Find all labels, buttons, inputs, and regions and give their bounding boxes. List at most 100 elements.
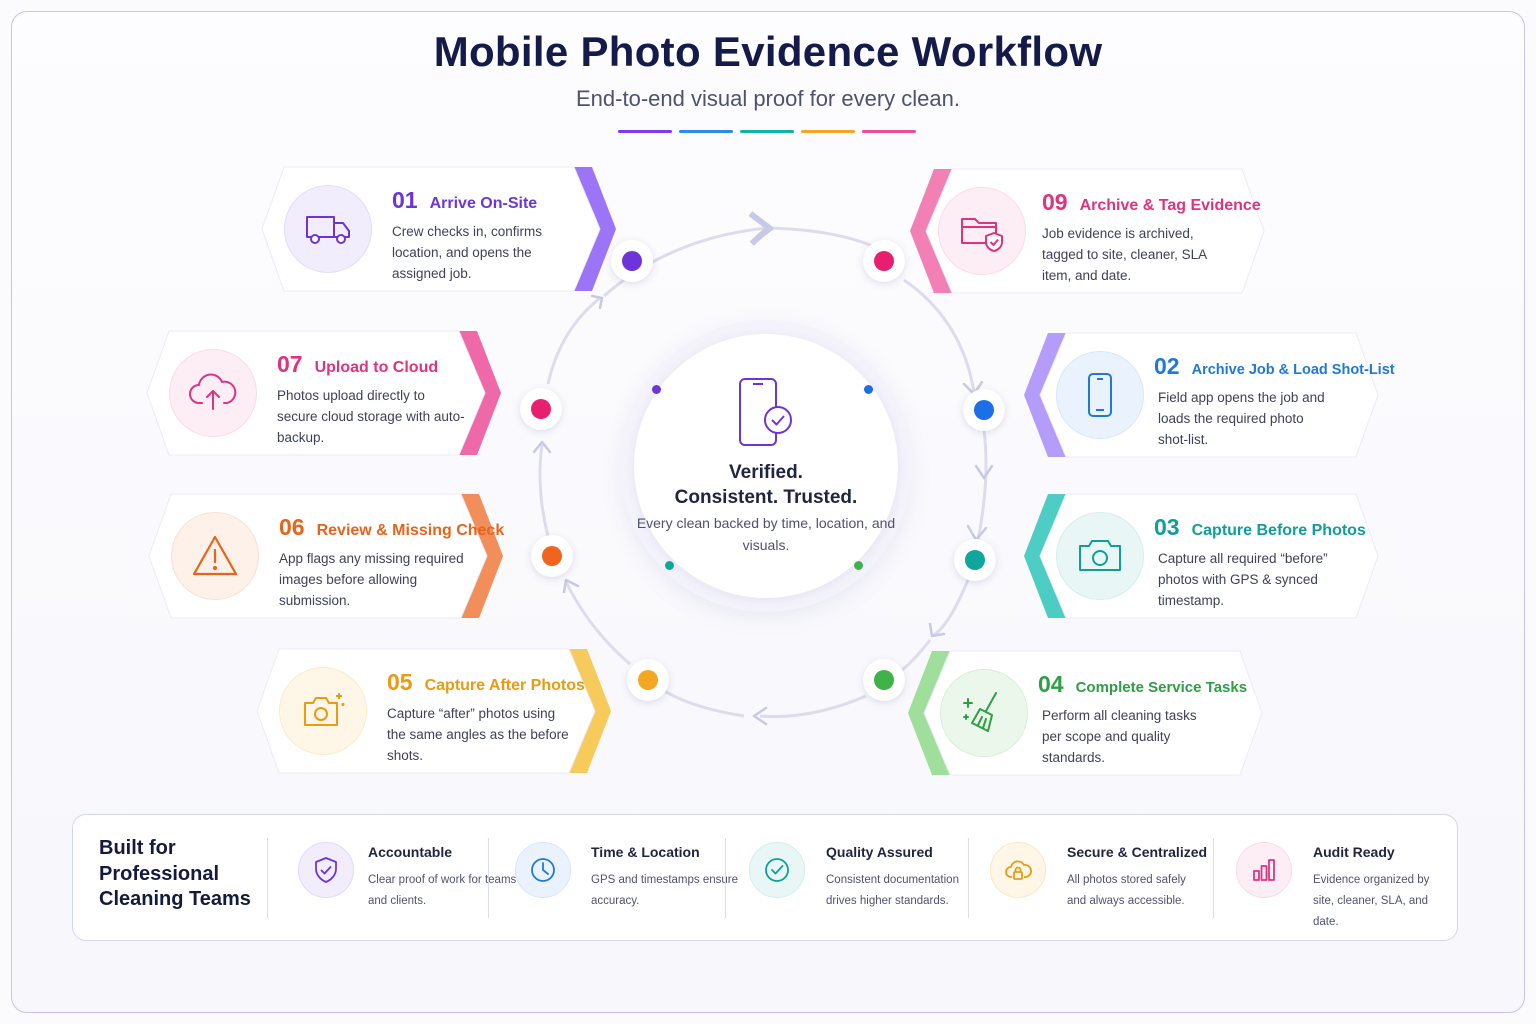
ring-node-01	[611, 240, 653, 282]
step-title: Complete Service Tasks	[1075, 679, 1248, 696]
step-description: Photos upload directly to secure cloud s…	[277, 388, 465, 445]
broom-sparkle-icon	[963, 692, 997, 732]
step-number: 09	[1042, 189, 1068, 215]
step-description: Perform all cleaning tasks per scope and…	[1042, 708, 1197, 765]
step-number: 04	[1038, 671, 1064, 697]
step-card-09[interactable]: 09 Archive & Tag Evidence Job evidence i…	[888, 165, 1268, 297]
feature-secure-centralized: Secure & Centralized All photos stored s…	[990, 836, 1207, 918]
accent-bar	[679, 130, 733, 133]
feature-description: Consistent documentation drives higher s…	[826, 874, 959, 907]
smartphone-icon	[1088, 373, 1112, 417]
step-card-03[interactable]: 03 Capture Before Photos Capture all req…	[1002, 490, 1382, 622]
bar-chart-icon	[1253, 859, 1275, 881]
step-icon-badge	[284, 185, 372, 273]
feature-icon-badge	[990, 842, 1046, 898]
step-icon-badge	[940, 669, 1028, 757]
accent-bar	[862, 130, 916, 133]
step-card-02[interactable]: 02 Archive Job & Load Shot-List Field ap…	[1002, 329, 1395, 461]
step-icon-badge	[1056, 351, 1144, 439]
center-headline: Verified. Consistent. Trusted.	[634, 460, 898, 510]
arrow-head	[590, 294, 604, 310]
divider	[725, 838, 726, 918]
arrow-head	[974, 464, 994, 480]
step-icon-badge	[279, 667, 367, 755]
feature-time-location: Time & Location GPS and timestamps ensur…	[515, 836, 738, 918]
step-number: 07	[277, 351, 303, 377]
step-icon-badge	[171, 512, 259, 600]
accent-bar	[801, 130, 855, 133]
step-description: Crew checks in, confirms location, and o…	[392, 224, 543, 281]
page-title: Mobile Photo Evidence Workflow	[433, 28, 1103, 75]
feature-title: Time & Location	[591, 844, 700, 860]
ring-node-06	[531, 535, 573, 577]
feature-icon-badge	[298, 842, 354, 898]
feature-description: Clear proof of work for teams and client…	[368, 874, 517, 907]
step-title: Archive & Tag Evidence	[1079, 197, 1261, 214]
step-icon-badge	[938, 187, 1026, 275]
feature-accountable: Accountable Clear proof of work for team…	[298, 836, 516, 918]
step-card-04[interactable]: 04 Complete Service Tasks Perform all cl…	[886, 647, 1266, 779]
camera-icon	[1079, 540, 1121, 571]
divider	[267, 838, 268, 918]
feature-description: All photos stored safely and always acce…	[1067, 874, 1186, 907]
ring-arc-left-mid	[538, 443, 550, 537]
step-card-05[interactable]: 05 Capture After Photos Capture “after” …	[253, 645, 633, 777]
feature-icon-badge	[1236, 842, 1292, 898]
accent-bar	[618, 130, 672, 133]
feature-title: Audit Ready	[1313, 844, 1395, 860]
arrow-head	[562, 578, 580, 594]
step-description: App flags any missing required images be…	[279, 551, 464, 608]
feature-title: Secure & Centralized	[1067, 844, 1208, 860]
step-number: 02	[1154, 353, 1180, 379]
center-line-1: Verified.	[729, 462, 803, 483]
phone-check-icon	[739, 378, 792, 446]
step-icon-badge	[1056, 512, 1144, 600]
step-description: Capture all required “before” photos wit…	[1158, 551, 1328, 608]
cloud-upload-icon	[189, 373, 237, 410]
ring-arc-right-upper	[903, 278, 976, 393]
step-title: Archive Job & Load Shot-List	[1191, 362, 1395, 378]
step-number: 05	[387, 669, 413, 695]
arrow-head	[752, 706, 768, 726]
step-heading: 06 Review & Missing Check	[279, 514, 504, 541]
ring-node-07	[520, 388, 562, 430]
divider	[1213, 838, 1214, 918]
ring-arc-left-upper	[546, 296, 601, 385]
center-accent-dot	[854, 561, 863, 570]
step-title: Capture Before Photos	[1191, 522, 1366, 539]
step-card-06[interactable]: 06 Review & Missing Check App flags any …	[145, 490, 525, 622]
step-number: 06	[279, 514, 305, 540]
shield-check-icon	[315, 857, 337, 883]
accent-bars	[618, 130, 918, 134]
step-description: Field app opens the job and loads the re…	[1158, 390, 1325, 447]
ring-arc-right-mid	[976, 429, 988, 541]
step-title: Upload to Cloud	[314, 359, 439, 376]
center-accent-dot	[652, 385, 661, 394]
step-heading: 09 Archive & Tag Evidence	[1042, 189, 1261, 216]
accent-bar	[740, 130, 794, 133]
step-description: Capture “after” photos using the same an…	[387, 706, 569, 763]
delivery-van-icon	[306, 216, 350, 244]
arrow-head	[758, 218, 774, 240]
divider	[488, 838, 489, 918]
ring-arc-bottom	[759, 694, 867, 719]
ring-node-03	[954, 539, 996, 581]
clock-icon	[531, 858, 555, 882]
center-description: Every clean backed by time, location, an…	[636, 515, 896, 553]
ring-node-05	[627, 659, 669, 701]
step-heading: 01 Arrive On-Site	[392, 187, 537, 214]
step-icon-badge	[169, 349, 257, 437]
ring-arc-right-lower	[931, 579, 970, 638]
step-card-07[interactable]: 07 Upload to Cloud Photos upload directl…	[143, 327, 523, 459]
feature-title: Accountable	[368, 844, 453, 860]
arrow-head	[928, 622, 946, 638]
step-card-01[interactable]: 01 Arrive On-Site Crew checks in, confir…	[258, 163, 638, 295]
feature-audit-ready: Audit Ready Evidence organized by site, …	[1236, 836, 1448, 928]
feature-quality-assured: Quality Assured Consistent documentation…	[749, 836, 959, 918]
feature-icon-badge	[515, 842, 571, 898]
step-number: 01	[392, 187, 418, 213]
step-title: Review & Missing Check	[316, 522, 505, 539]
step-heading: 03 Capture Before Photos	[1154, 514, 1366, 541]
page-subtitle: End-to-end visual proof for every clean.	[576, 86, 960, 111]
step-heading: 04 Complete Service Tasks	[1038, 671, 1247, 698]
